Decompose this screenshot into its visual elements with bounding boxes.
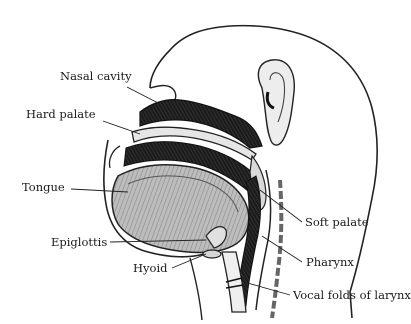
leader-nasal-cavity xyxy=(127,87,160,104)
nasal-cavity-region xyxy=(140,100,262,148)
label-hyoid: Hyoid xyxy=(133,262,168,275)
label-hard-palate: Hard palate xyxy=(26,108,96,121)
label-vocal-folds: Vocal folds of larynx xyxy=(293,289,411,302)
lower-lip xyxy=(109,146,120,168)
front-neck-line xyxy=(190,258,202,320)
label-soft-palate: Soft palate xyxy=(305,216,369,229)
label-nasal-cavity: Nasal cavity xyxy=(60,70,132,83)
leader-hard-palate xyxy=(103,121,140,134)
leader-vocal-folds xyxy=(244,282,290,295)
tongue-shape xyxy=(112,165,249,253)
label-epiglottis: Epiglottis xyxy=(51,236,107,249)
label-tongue: Tongue xyxy=(22,181,65,194)
label-pharynx: Pharynx xyxy=(306,256,354,269)
